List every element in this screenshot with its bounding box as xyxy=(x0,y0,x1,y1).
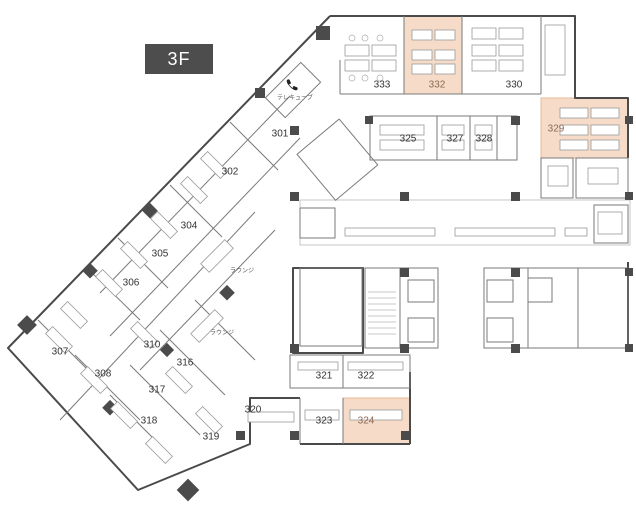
room-label-322[interactable]: 322 xyxy=(358,371,375,382)
lounge-label-lower: ラウンジ xyxy=(210,329,234,337)
room-label-332[interactable]: 332 xyxy=(429,80,446,91)
room-labels: 333 332 330 329 325 327 328 301 302 304 … xyxy=(52,80,565,443)
room-label-308[interactable]: 308 xyxy=(95,369,112,380)
structural-columns xyxy=(17,26,633,502)
room-label-310[interactable]: 310 xyxy=(144,340,161,351)
room-label-324[interactable]: 324 xyxy=(358,416,375,427)
room-label-302[interactable]: 302 xyxy=(222,167,239,178)
room-label-316[interactable]: 316 xyxy=(177,358,194,369)
desk-cluster-333 xyxy=(344,34,397,82)
room-324-fill xyxy=(342,397,411,445)
room-label-301[interactable]: 301 xyxy=(272,129,289,140)
room-label-306[interactable]: 306 xyxy=(123,278,140,289)
desk-row-open-area xyxy=(344,165,623,237)
room-label-319[interactable]: 319 xyxy=(203,432,220,443)
room-label-317[interactable]: 317 xyxy=(149,385,166,396)
room-label-330[interactable]: 330 xyxy=(506,80,523,91)
lounge-label-upper: ラウンジ xyxy=(230,267,254,275)
room-label-307[interactable]: 307 xyxy=(52,347,69,358)
room-label-305[interactable]: 305 xyxy=(152,249,169,260)
desk-cluster-left-wing xyxy=(44,150,234,465)
room-label-318[interactable]: 318 xyxy=(141,416,158,427)
room-label-329[interactable]: 329 xyxy=(548,124,565,135)
room-label-327[interactable]: 327 xyxy=(447,134,464,145)
lounge-labels: ラウンジ ラウンジ xyxy=(210,267,254,337)
room-label-323[interactable]: 323 xyxy=(316,416,333,427)
phone-booth-label: テレキューブ xyxy=(277,94,313,102)
phone-booth[interactable]: テレキューブ xyxy=(264,61,322,119)
desk-cluster-lower xyxy=(247,361,404,423)
stairs xyxy=(368,291,396,335)
phone-icon xyxy=(286,79,298,91)
furniture xyxy=(44,24,623,465)
room-label-333[interactable]: 333 xyxy=(374,80,391,91)
room-label-320[interactable]: 320 xyxy=(245,405,262,416)
desk-cluster-325-328 xyxy=(379,124,493,151)
floor-badge: 3F xyxy=(145,44,213,74)
room-label-321[interactable]: 321 xyxy=(316,371,333,382)
desk-cluster-330 xyxy=(471,24,566,76)
desk-cluster-332 xyxy=(411,29,456,75)
desk-cluster-329 xyxy=(559,107,620,151)
room-label-304[interactable]: 304 xyxy=(181,221,198,232)
room-label-328[interactable]: 328 xyxy=(476,134,493,145)
room-label-325[interactable]: 325 xyxy=(400,134,417,145)
